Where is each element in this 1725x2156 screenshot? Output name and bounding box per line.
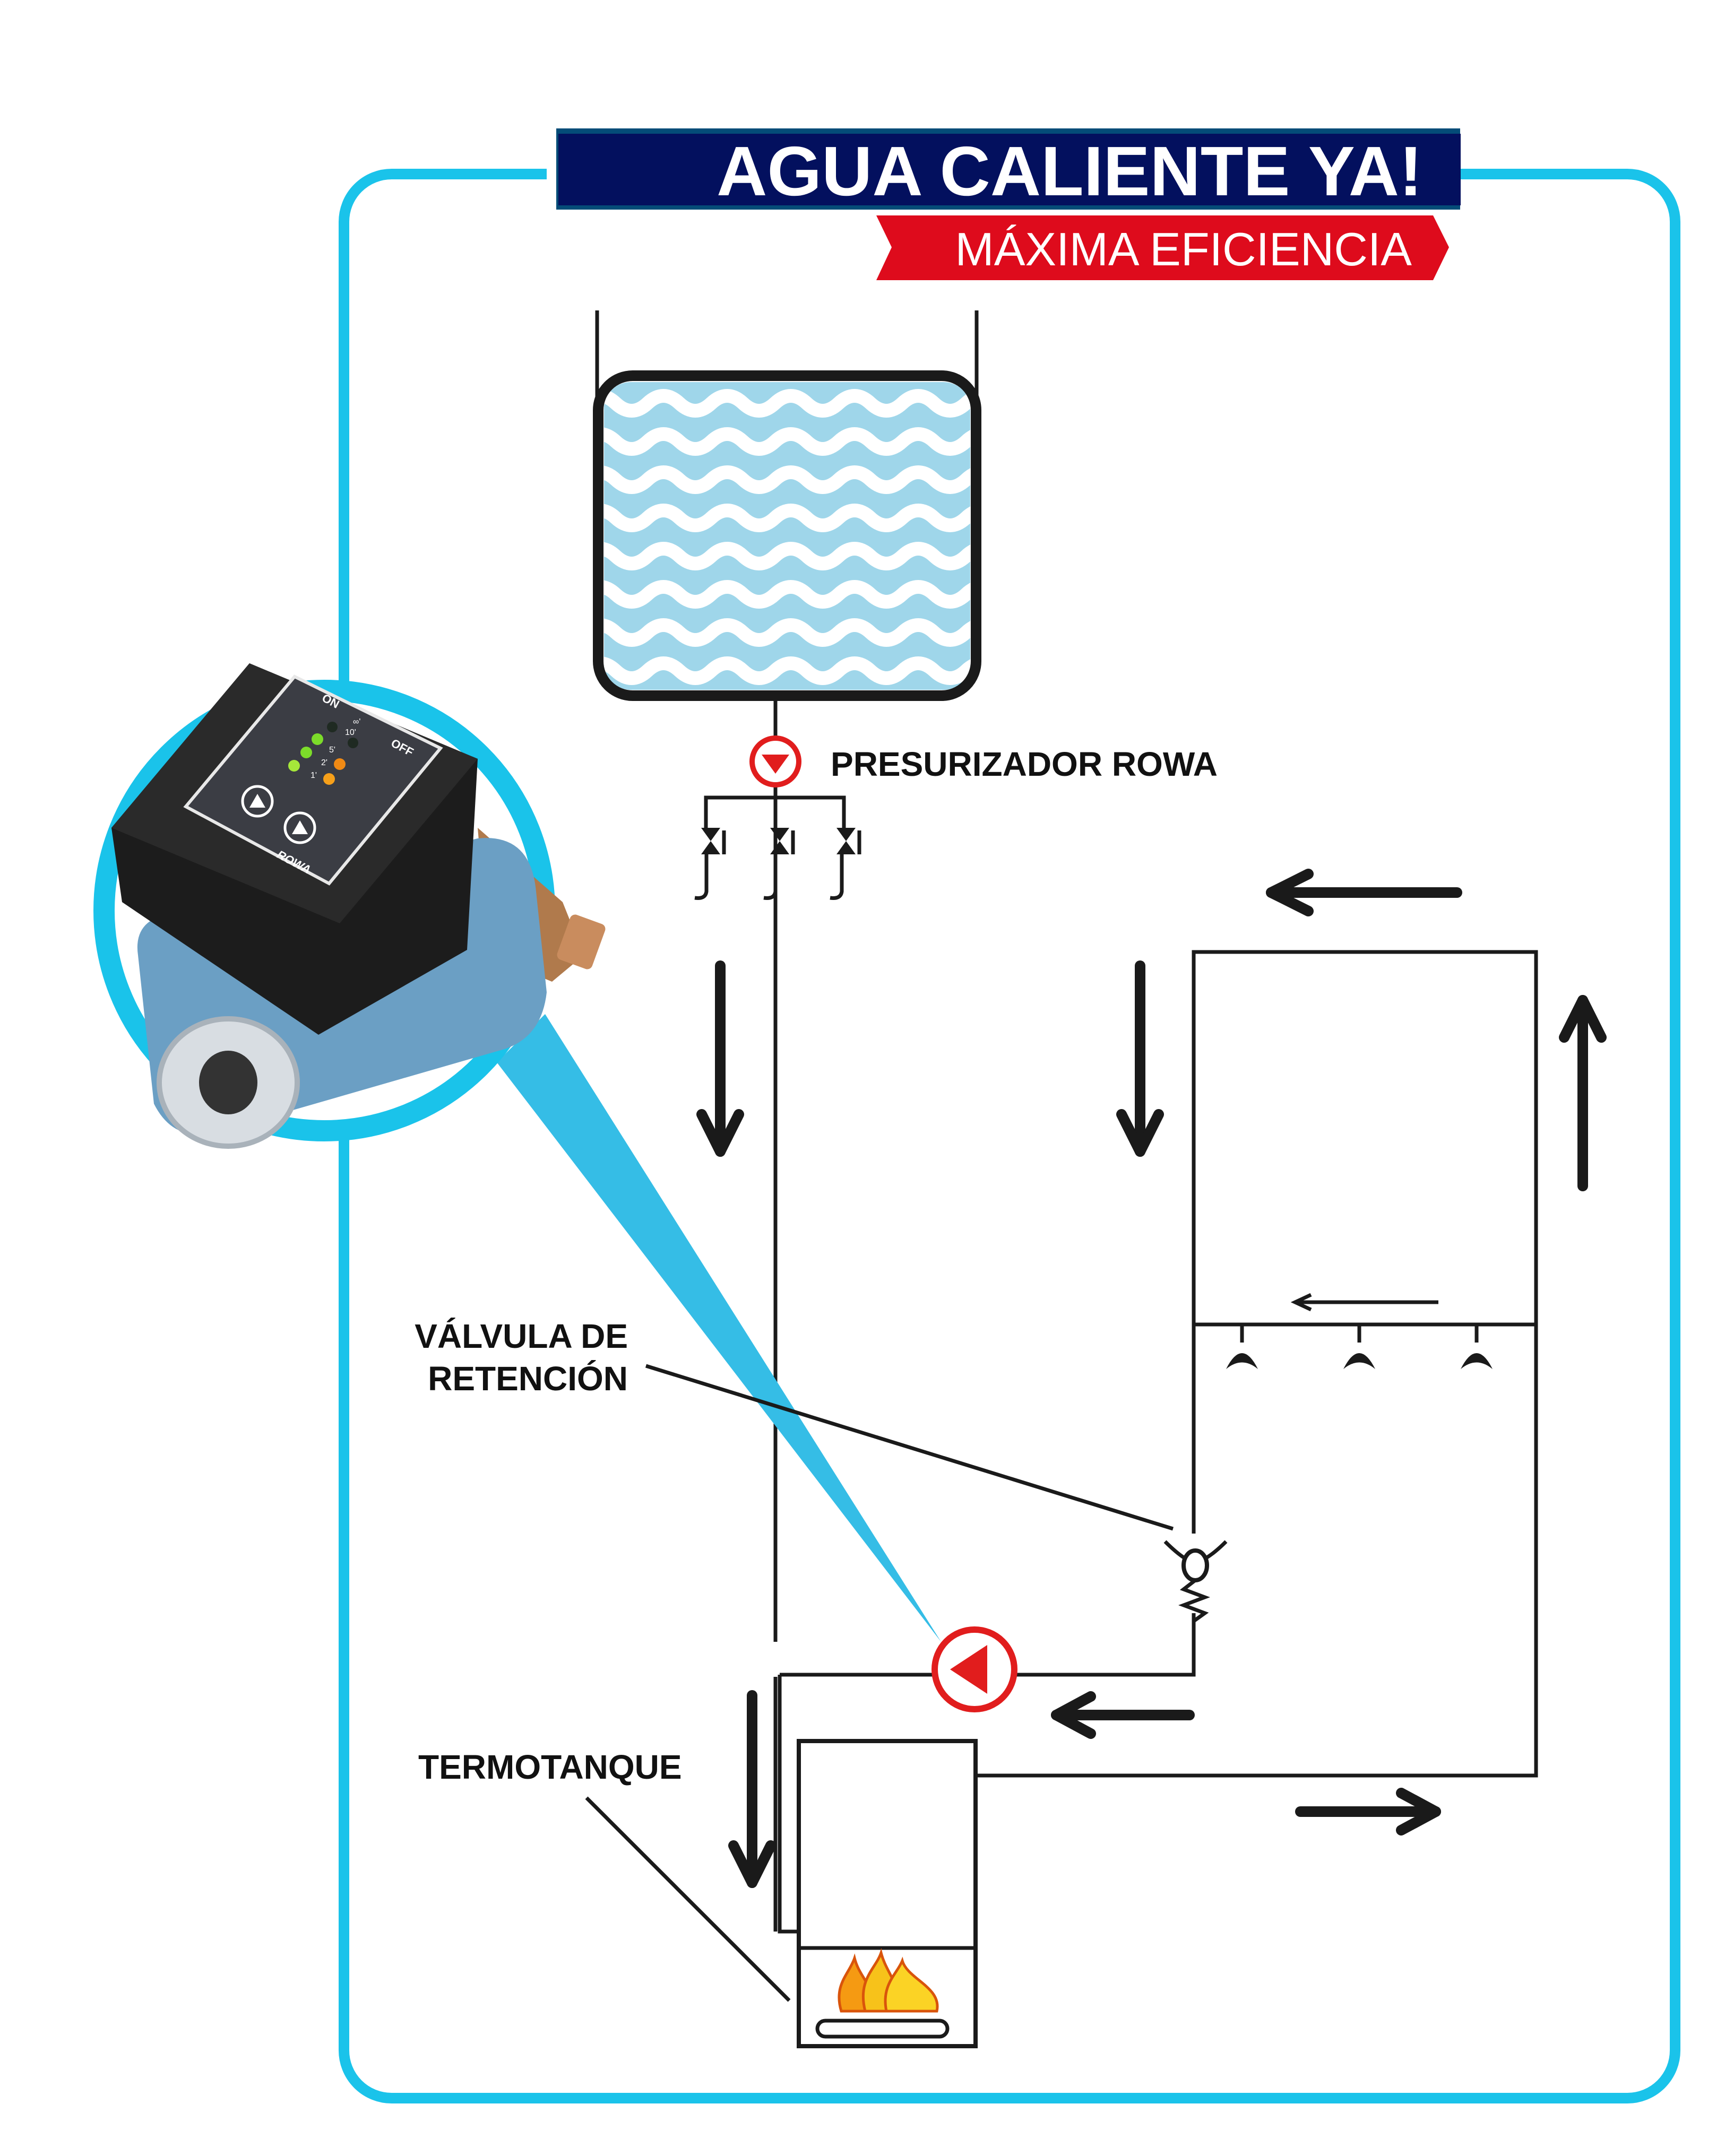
arrow-up-icon [1559, 995, 1607, 1191]
timer-10: 10' [345, 728, 356, 737]
wave [604, 656, 970, 685]
valve-icon [763, 828, 795, 900]
water-heater [797, 1739, 978, 2048]
arrow-left-icon [1266, 869, 1462, 916]
timer-1: 1' [310, 771, 317, 780]
zoom-beam [497, 1014, 941, 1642]
wave [604, 389, 970, 418]
arrow-left-icon [1051, 1691, 1195, 1739]
shower-head-icon [1343, 1324, 1375, 1369]
wave [604, 465, 970, 494]
timer-2: 2' [321, 758, 327, 767]
shower-head-icon [1226, 1324, 1258, 1369]
timer-inf: ∞' [353, 717, 360, 726]
wave [604, 504, 970, 532]
subtitle-banner [876, 215, 1449, 280]
header-subtitle: MÁXIMA EFICIENCIA [955, 223, 1412, 275]
product-image: ON OFF ∞' 10' 5' 2' 1' ROWA [93, 663, 606, 1149]
arrow-down-icon [1116, 960, 1164, 1157]
arrow-left-icon [1290, 1293, 1438, 1312]
arrow-down-icon [728, 1690, 776, 1888]
wave [604, 427, 970, 456]
burner [815, 2019, 950, 2039]
shower-head-icon [1461, 1324, 1493, 1369]
header: AGUA CALIENTE YA! MÁXIMA EFICIENCIA [547, 125, 1461, 280]
house-circuit [773, 950, 1538, 1934]
water-heater-leader [585, 1796, 791, 2002]
check-valve-label-line2: RETENCIÓN [428, 1360, 628, 1398]
wave [604, 618, 970, 647]
check-valve-label-line1: VÁLVULA DE [415, 1317, 628, 1355]
wave [604, 542, 970, 570]
pressurizer-pump-icon [749, 735, 801, 787]
arrow-right-icon [1295, 1788, 1441, 1835]
faucet-valves [694, 795, 861, 900]
header-title: AGUA CALIENTE YA! [717, 132, 1422, 210]
frame-border [339, 169, 1680, 2103]
check-valve-leader [645, 1364, 1174, 1531]
flow-arrows [696, 869, 1607, 1888]
wave [604, 580, 970, 609]
valve-icon [694, 828, 726, 900]
arrow-down-icon [696, 960, 744, 1157]
water-heater-label: TERMOTANQUE [418, 1748, 682, 1786]
valve-icon [830, 828, 861, 900]
circulator-pump-icon [932, 1626, 1017, 1712]
flame-icon [838, 1948, 939, 2013]
timer-5: 5' [329, 746, 335, 755]
water-tank [593, 310, 981, 701]
pressurizer-label: PRESURIZADOR ROWA [831, 745, 1218, 783]
check-valve-icon [1163, 1540, 1228, 1623]
